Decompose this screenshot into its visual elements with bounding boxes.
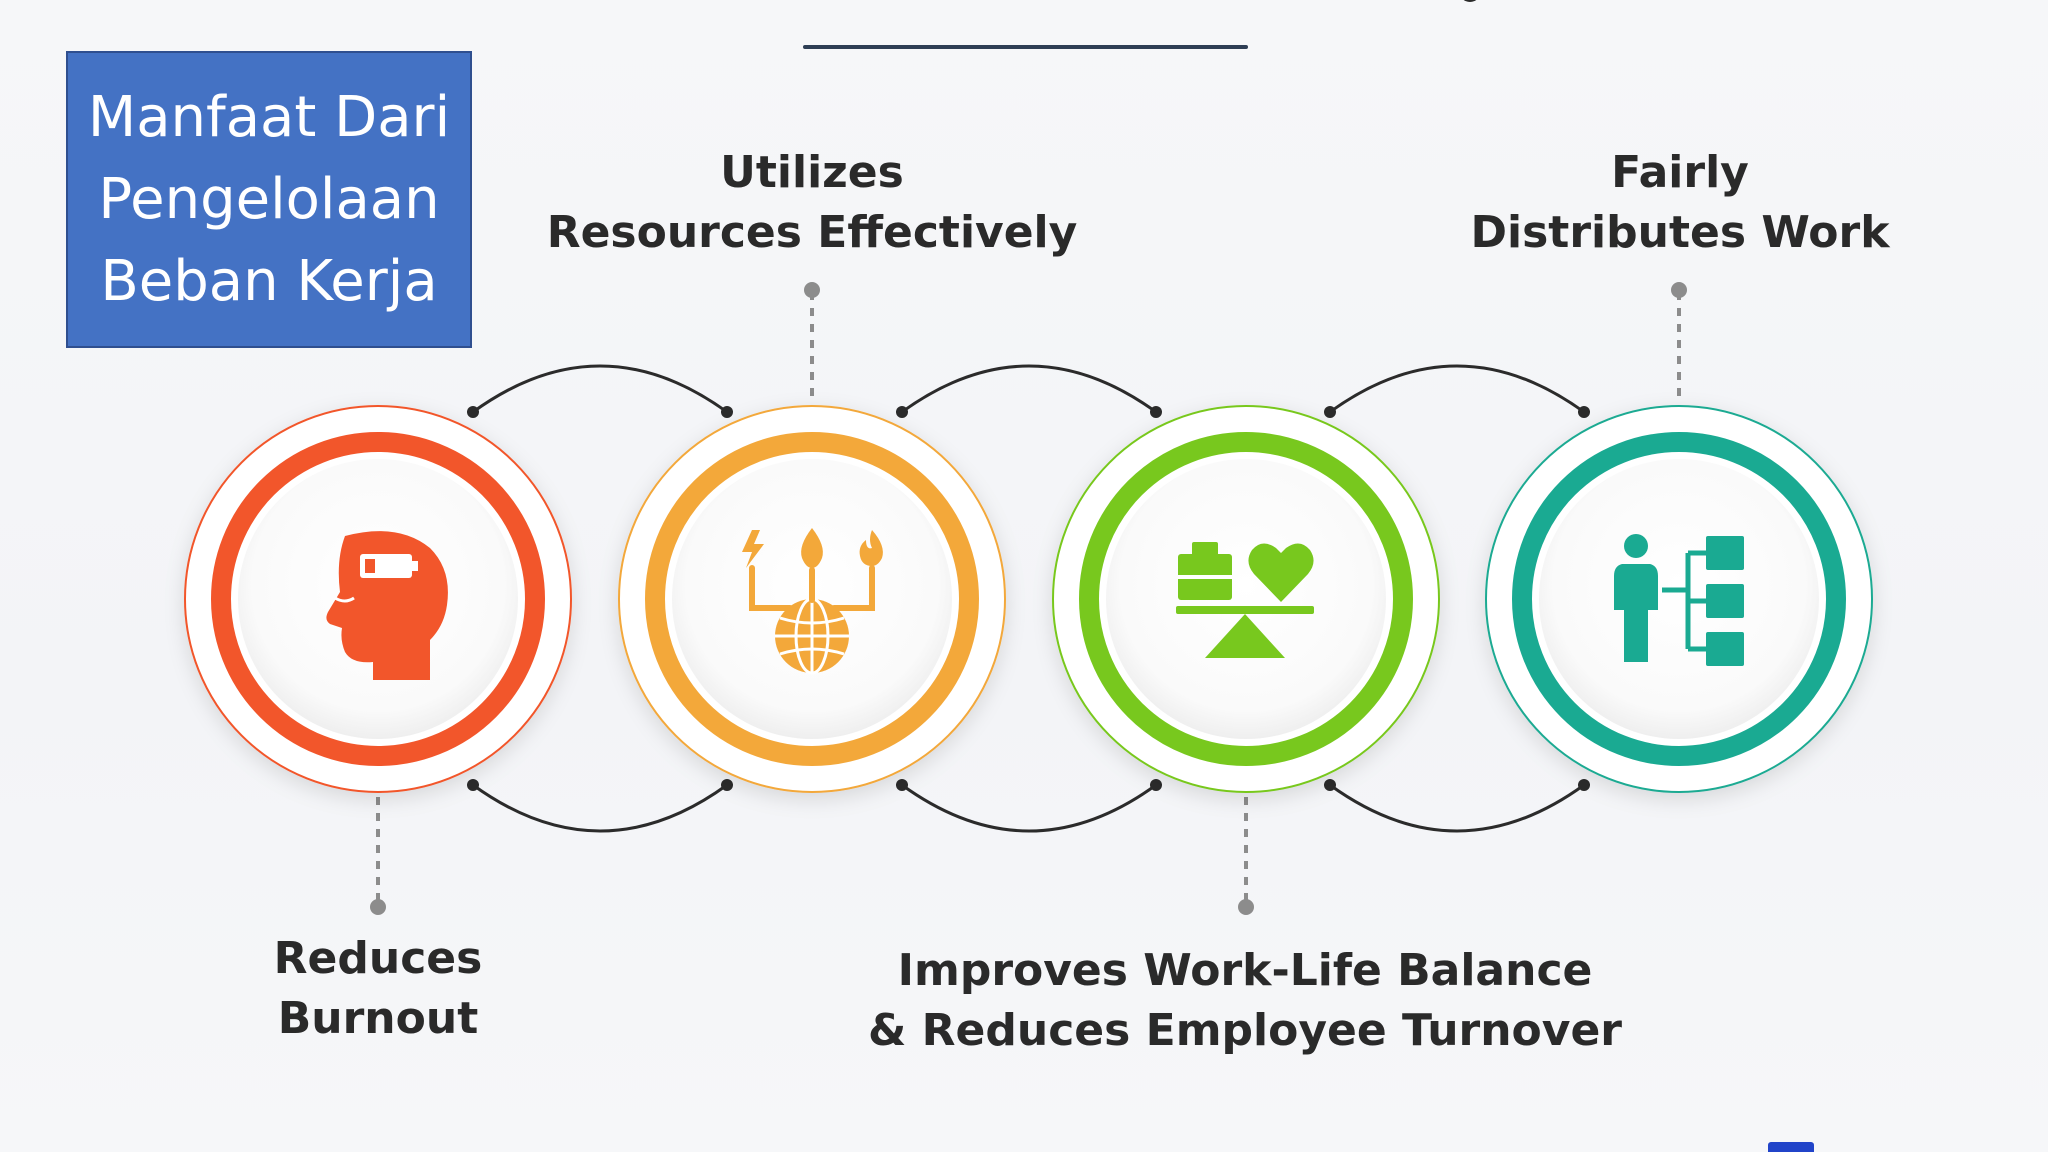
- connector-arc: [472, 364, 728, 414]
- header-rule: [803, 45, 1248, 49]
- label-reduces-burnout: Reduces Burnout: [178, 929, 578, 1049]
- corner-mark-fragment: [1768, 1142, 1814, 1152]
- connector-arc: [901, 783, 1157, 833]
- leader-dot: [370, 899, 386, 915]
- connector-dot: [1578, 779, 1590, 791]
- leader-dots: [370, 282, 1687, 915]
- connector-arc: [1329, 364, 1585, 414]
- title-line-2: Pengelolaan: [98, 166, 440, 232]
- connector-dot: [721, 779, 733, 791]
- connector-dot: [1150, 779, 1162, 791]
- title-text: Manfaat Dari Pengelolaan Beban Kerja: [88, 77, 450, 323]
- benefit-circle-burnout: [184, 405, 572, 793]
- connector-dot: [1324, 406, 1336, 418]
- connector-dot: [721, 406, 733, 418]
- label-line: Resources Effectively: [546, 207, 1078, 258]
- label-fairly-distributes: Fairly Distributes Work: [1380, 143, 1980, 263]
- balance-scale-heart-icon: [1176, 542, 1314, 658]
- connectors-bottom-dots: [467, 779, 1590, 791]
- title-line-3: Beban Kerja: [100, 248, 438, 314]
- header-glyph-fragment: [1459, 0, 1481, 2]
- label-utilizes-resources: Utilizes Resources Effectively: [512, 143, 1112, 263]
- color-ring: [211, 432, 545, 766]
- head-low-battery-icon: [326, 531, 448, 680]
- connector-dot: [1324, 779, 1336, 791]
- leader-dot: [804, 282, 820, 298]
- connectors-top-dots: [467, 406, 1590, 418]
- color-ring: [1079, 432, 1413, 766]
- label-work-life-balance: Improves Work-Life Balance & Reduces Emp…: [780, 941, 1710, 1061]
- label-line: Fairly: [1611, 147, 1749, 198]
- connectors-top: [472, 364, 1585, 414]
- person-task-hierarchy-icon: [1614, 534, 1744, 666]
- color-ring: [1512, 432, 1846, 766]
- connector-dot: [467, 406, 479, 418]
- benefit-circle-resources: [618, 405, 1006, 793]
- connector-dot: [896, 779, 908, 791]
- benefit-circle-balance: [1052, 405, 1440, 793]
- connector-arc: [901, 364, 1157, 414]
- label-line: Burnout: [277, 993, 479, 1044]
- connector-dot: [467, 779, 479, 791]
- connector-arc: [472, 783, 728, 833]
- leader-dot: [1238, 899, 1254, 915]
- label-line: Distributes Work: [1470, 207, 1890, 258]
- label-line: Utilizes: [720, 147, 904, 198]
- inner-disc: [1539, 459, 1819, 739]
- label-line: & Reduces Employee Turnover: [867, 1005, 1623, 1056]
- connector-dot: [1578, 406, 1590, 418]
- leader-lines: [376, 292, 1681, 905]
- leader-dot: [1671, 282, 1687, 298]
- connectors-bottom: [472, 783, 1585, 833]
- connector-dot: [1150, 406, 1162, 418]
- inner-disc: [1106, 459, 1386, 739]
- benefit-circle-distribution: [1485, 405, 1873, 793]
- globe-resources-icon: [742, 528, 883, 675]
- title-line-1: Manfaat Dari: [87, 84, 451, 150]
- color-ring: [645, 432, 979, 766]
- connector-arc: [1329, 783, 1585, 833]
- label-line: Improves Work-Life Balance: [897, 945, 1593, 996]
- label-line: Reduces: [273, 933, 483, 984]
- connector-dot: [896, 406, 908, 418]
- title-box: Manfaat Dari Pengelolaan Beban Kerja: [66, 51, 472, 348]
